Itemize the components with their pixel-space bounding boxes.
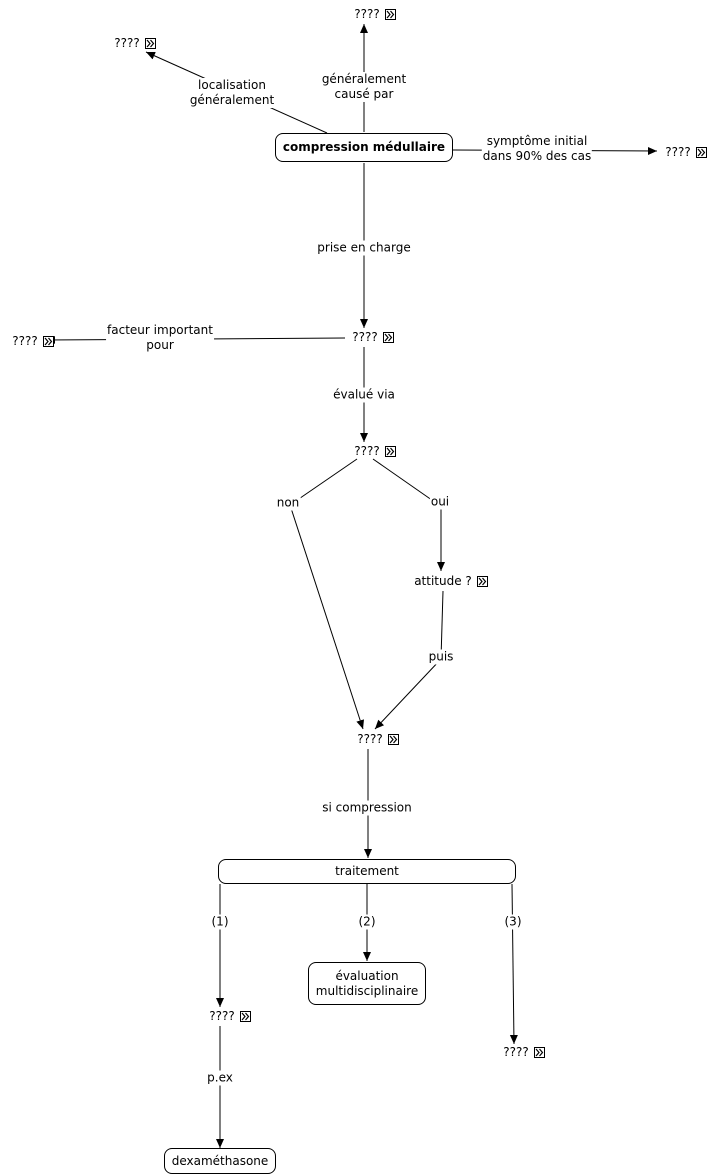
label-oui: oui — [429, 494, 451, 510]
label-pex: p.ex — [206, 1070, 234, 1086]
label-puis: puis — [427, 649, 455, 665]
label-three: (3) — [503, 914, 523, 930]
label-cause: généralement causé par — [320, 72, 408, 102]
expand-icon[interactable] — [384, 8, 396, 20]
expand-icon[interactable] — [384, 445, 396, 457]
label-two: (2) — [357, 914, 377, 930]
expand-icon[interactable] — [144, 37, 156, 49]
node-prise-en-charge[interactable]: ???? — [343, 329, 403, 345]
node-dexamethasone[interactable]: dexaméthasone — [164, 1148, 276, 1174]
node-compression-medullaire[interactable]: compression médullaire — [275, 133, 453, 162]
node-confluence[interactable]: ???? — [348, 731, 408, 747]
node-label: compression médullaire — [282, 140, 446, 154]
expand-icon[interactable] — [42, 335, 54, 347]
edge-puis — [440, 590, 444, 660]
expand-icon[interactable] — [533, 1046, 545, 1058]
edge-non-2 — [289, 504, 365, 730]
node-facteur[interactable]: ???? — [3, 333, 63, 349]
node-traitement[interactable]: traitement — [218, 859, 516, 884]
expand-icon[interactable] — [382, 331, 394, 343]
label-pec: prise en charge — [316, 240, 412, 256]
label-localisation: localisation généralement — [188, 78, 276, 108]
label-symptome: symptôme initial dans 90% des cas — [481, 134, 593, 164]
label-one: (1) — [210, 914, 230, 930]
edge-non — [289, 458, 358, 506]
expand-icon[interactable] — [387, 733, 399, 745]
label-non: non — [275, 495, 301, 511]
node-traitement-1[interactable]: ???? — [200, 1008, 260, 1024]
label-sicomp: si compression — [321, 800, 413, 816]
node-localisation[interactable]: ???? — [105, 35, 165, 51]
label-facteur: facteur important pour — [106, 323, 214, 353]
expand-icon[interactable] — [476, 575, 488, 587]
edge-oui — [372, 458, 440, 506]
node-evaluation-multidisciplinaire[interactable]: évaluation multidisciplinaire — [308, 962, 426, 1005]
edge-puis-2 — [374, 658, 442, 730]
node-cause[interactable]: ???? — [345, 6, 405, 22]
node-symptome[interactable]: ???? — [656, 144, 709, 160]
node-evalue[interactable]: ???? — [345, 443, 405, 459]
expand-icon[interactable] — [239, 1010, 251, 1022]
node-attitude[interactable]: attitude ? — [408, 572, 494, 590]
label-evalue: évalué via — [332, 387, 396, 403]
node-traitement-3[interactable]: ???? — [494, 1044, 554, 1060]
expand-icon[interactable] — [695, 146, 707, 158]
edge-three — [509, 883, 518, 1045]
